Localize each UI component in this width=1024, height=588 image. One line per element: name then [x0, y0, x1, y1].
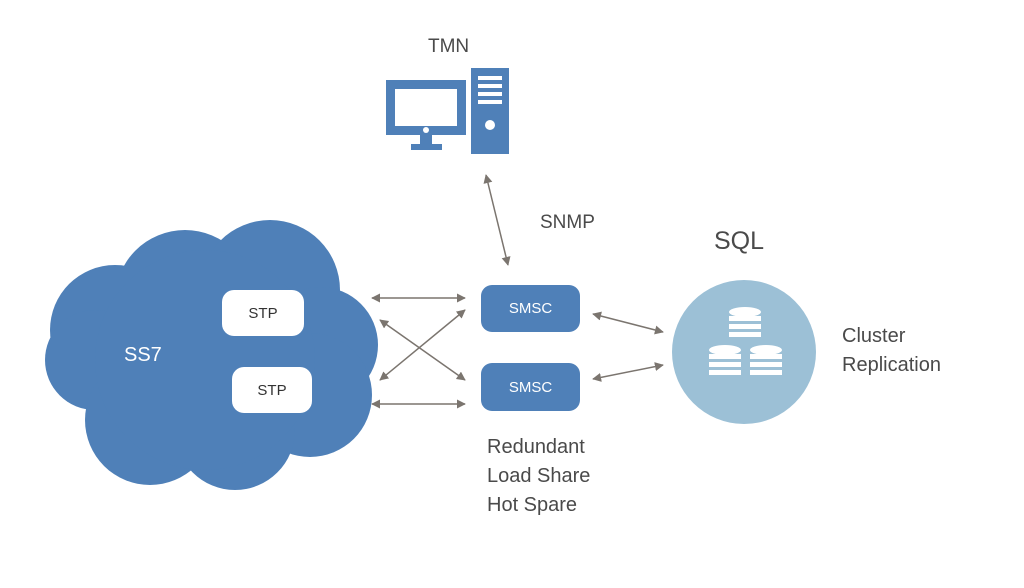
ss7-cloud [45, 220, 378, 490]
smsc-box-1: SMSC [481, 285, 580, 332]
database-stack-icon [672, 280, 816, 424]
arrow-smsc2-sql [592, 362, 664, 382]
mode-load-share: Load Share [487, 465, 591, 487]
connection-arrows [371, 174, 664, 409]
arrow-stp2-smsc1 [379, 309, 466, 381]
smsc-label-1: SMSC [508, 300, 553, 317]
desktop-computer-icon [386, 68, 509, 154]
replication-text: Replication [842, 354, 941, 376]
stp-box-2: STP [232, 367, 312, 413]
mode-redundant: Redundant [487, 436, 585, 458]
mode-hot-spare: Hot Spare [487, 494, 578, 516]
arrow-stp1-smsc2 [379, 319, 466, 381]
smsc-modes-list: Redundant Load Share Hot Spare [487, 433, 590, 520]
snmp-label: SNMP [540, 212, 595, 233]
arrow-smsc1-sql [592, 311, 664, 335]
ss7-label: SS7 [124, 344, 162, 366]
stp-box-1: STP [222, 290, 304, 336]
stp-label-2: STP [257, 381, 287, 399]
smsc-label-2: SMSC [508, 378, 553, 396]
tmn-label: TMN [428, 36, 470, 57]
smsc-box-2: SMSC [481, 363, 580, 411]
stp-label-1: STP [248, 304, 278, 322]
arrow-tmn-smsc [483, 174, 511, 266]
cluster-replication-label: Cluster Replication [842, 322, 941, 380]
sql-label: SQL [714, 227, 765, 255]
cluster-text: Cluster [842, 325, 906, 347]
